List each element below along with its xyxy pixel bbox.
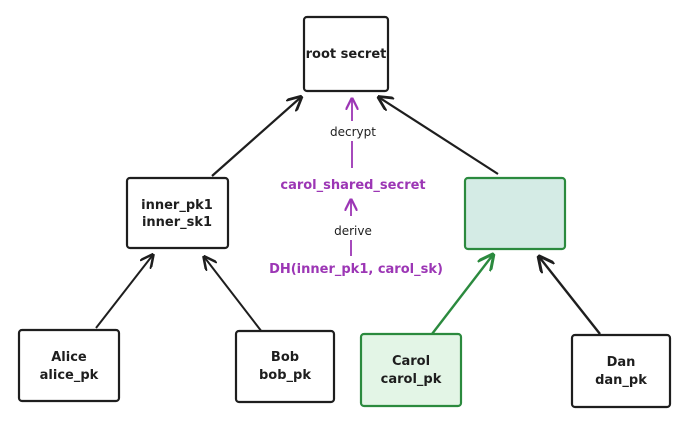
node-root [302,15,390,93]
edge-node-to-root [380,98,499,175]
node-bob [234,329,336,404]
edge-inner-to-root [211,98,300,177]
derive-label: derive [334,224,372,238]
alice-label-1: Alice [51,350,87,365]
inner-label-2: inner_sk1 [142,215,212,230]
bob-label-1: Bob [271,350,299,365]
edge-bob-to-inner [205,258,263,333]
root-label: root secret [306,47,387,62]
edge-dan-to-node [540,258,601,335]
dan-label-1: Dan [607,355,636,370]
node-inner [125,176,230,250]
dh-label: DH(inner_pk1, carol_sk) [269,262,443,277]
dan-label-2: dan_pk [595,373,647,388]
bob-label-2: bob_pk [259,368,311,383]
inner-label-1: inner_pk1 [141,198,213,213]
carol-label-2: carol_pk [381,372,442,387]
node-carol-parent [463,176,567,251]
alice-label-2: alice_pk [40,368,99,383]
node-alice [17,328,121,403]
decrypt-label: decrypt [330,125,376,139]
shared-secret-label: carol_shared_secret [280,178,425,193]
edge-alice-to-inner [95,256,152,329]
edge-carol-to-node [431,256,492,335]
node-carol [359,332,463,408]
carol-label-1: Carol [392,354,430,369]
node-dan [570,333,672,409]
